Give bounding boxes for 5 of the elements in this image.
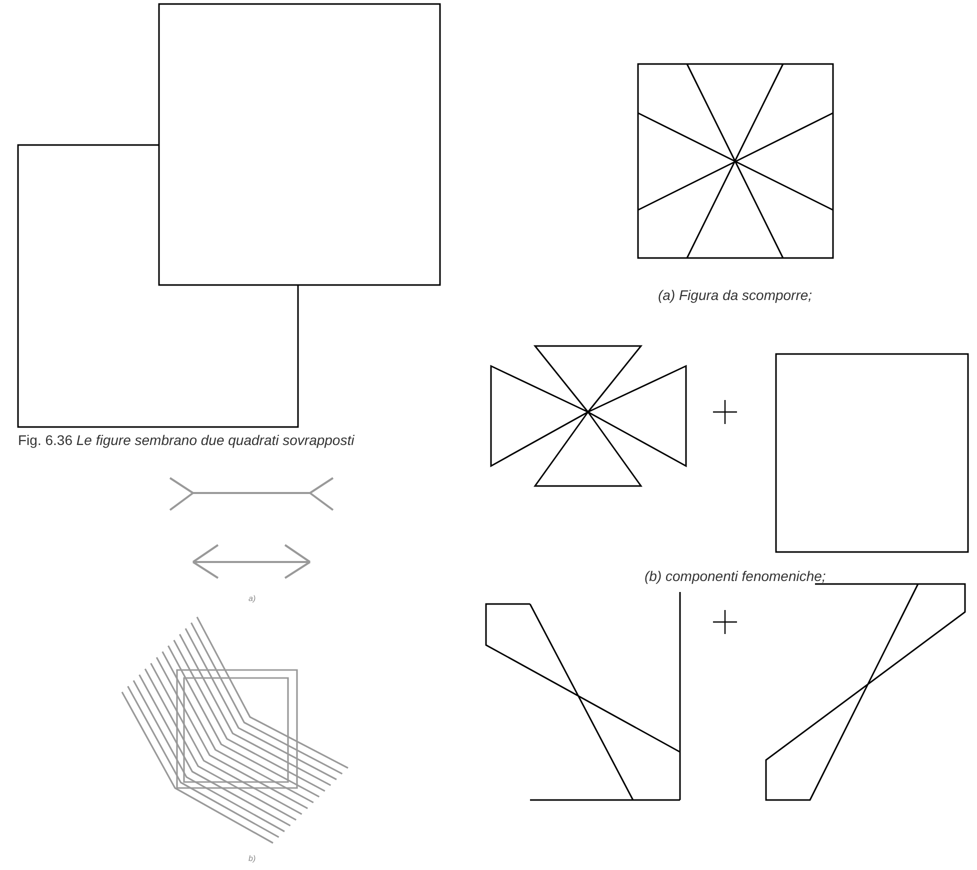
figure-caption: (a) Figura da scomporre; [658, 287, 812, 303]
panel-label: b) [248, 854, 256, 863]
panel-label: a) [248, 594, 256, 603]
figure-caption: (b) componenti fenomeniche; [644, 568, 826, 584]
figure-caption: Fig. 6.36 Le figure sembrano due quadrati sovrapposti [18, 432, 354, 448]
